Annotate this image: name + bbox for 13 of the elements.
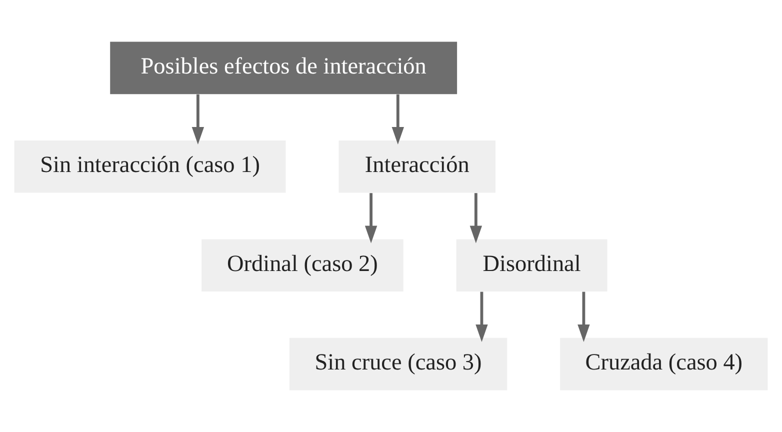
arrow — [192, 94, 204, 145]
arrow — [470, 193, 482, 244]
node-box: Disordinal — [456, 239, 608, 292]
node-box: Cruzada (caso 4) — [560, 338, 768, 390]
arrow — [476, 292, 488, 342]
arrow — [364, 193, 378, 244]
node-box: Sin cruce (caso 3) — [289, 338, 508, 390]
arrow — [392, 94, 404, 145]
node-box: Interacción — [338, 140, 496, 193]
node-box: Ordinal (caso 2) — [202, 239, 404, 292]
node-box: Sin interacción (caso 1) — [14, 140, 286, 193]
node-box: Posibles efectos de interacción — [110, 42, 458, 94]
arrow — [578, 292, 590, 342]
